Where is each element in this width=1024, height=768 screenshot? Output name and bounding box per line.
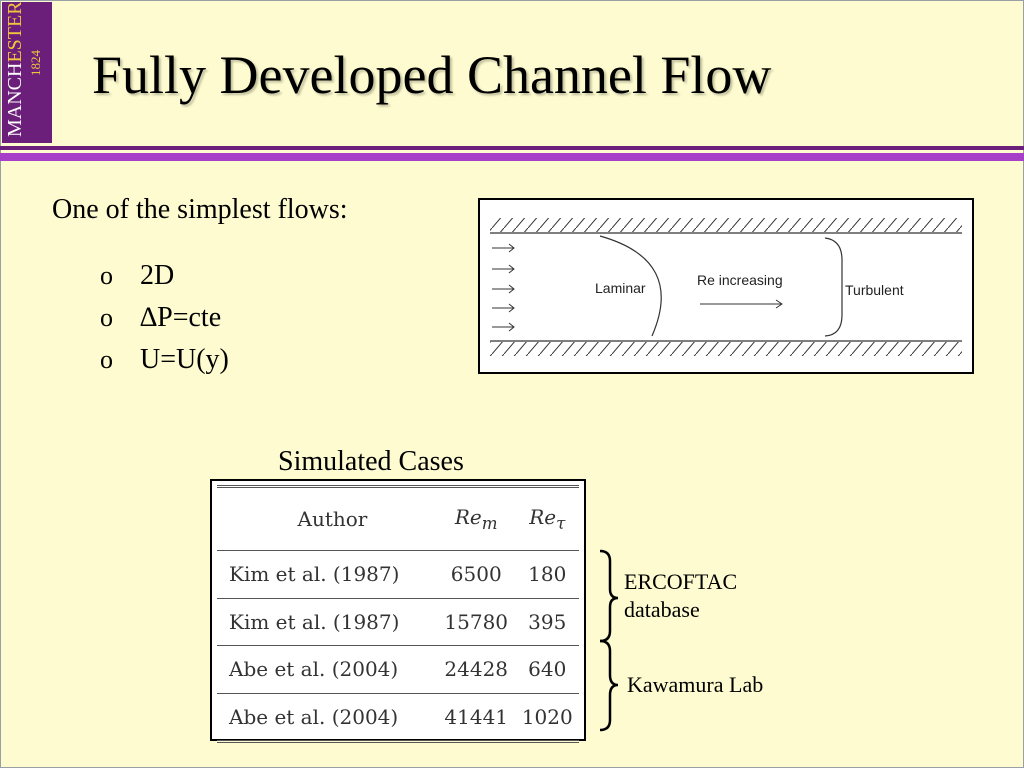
simulated-cases-table: Author Rem Reτ Kim et al. (1987) 6500 18… xyxy=(210,479,586,743)
university-logo xyxy=(2,2,52,143)
cell-author: Kim et al. (1987) xyxy=(217,598,437,646)
cases-table: Author Rem Reτ Kim et al. (1987) 6500 18… xyxy=(217,485,579,743)
bullet-text: U=U(y) xyxy=(140,344,229,375)
cell-author: Abe et al. (2004) xyxy=(217,693,437,743)
slide-title: Fully Developed Channel Flow xyxy=(92,45,772,105)
bullet-marker: o xyxy=(100,261,113,290)
bullet-item: o U=U(y) xyxy=(100,339,229,381)
kawamura-label: Kawamura Lab xyxy=(627,672,764,697)
table-header-row: Author Rem Reτ xyxy=(217,486,579,551)
turbulent-label: Turbulent xyxy=(845,282,904,298)
table-row: Kim et al. (1987) 15780 395 xyxy=(217,598,579,646)
title-divider-dark xyxy=(0,146,1024,150)
bullet-item: o ∆P=cte xyxy=(100,297,229,339)
re-increasing-label: Re increasing xyxy=(697,272,783,288)
cell-re-m: 6500 xyxy=(436,550,516,599)
cell-re-tau: 640 xyxy=(515,645,579,694)
laminar-label: Laminar xyxy=(595,280,646,296)
logo-year: 1824 xyxy=(28,50,43,76)
table-row: Abe et al. (2004) 24428 640 xyxy=(217,645,579,694)
title-divider-light xyxy=(0,153,1024,161)
ercoftac-label: ERCOFTAC database xyxy=(624,568,737,624)
re-increasing-arrow-icon xyxy=(700,299,783,309)
curly-braces-icon xyxy=(599,549,619,732)
table-caption: Simulated Cases xyxy=(278,446,464,477)
cell-author: Kim et al. (1987) xyxy=(217,550,437,599)
cell-author: Abe et al. (2004) xyxy=(217,645,437,694)
cell-re-tau: 1020 xyxy=(515,693,579,743)
inflow-arrows-icon xyxy=(492,243,515,332)
bullet-text: 2D xyxy=(140,260,175,291)
turbulent-profile-curve xyxy=(824,237,843,337)
cell-re-m: 24428 xyxy=(436,645,516,694)
channel-flow-diagram: Laminar Re increasing Turbulent xyxy=(478,198,974,374)
intro-text: One of the simplest flows: xyxy=(52,194,348,225)
header-re-tau: Reτ xyxy=(515,486,579,551)
channel-flow-svg: Laminar Re increasing Turbulent xyxy=(490,218,962,356)
bullet-marker: o xyxy=(100,345,113,374)
header-re-m: Rem xyxy=(436,486,516,551)
bullet-text: ∆P=cte xyxy=(140,302,222,333)
bullet-marker: o xyxy=(100,303,113,332)
bottom-wall-hatching xyxy=(490,342,962,356)
table-row: Kim et al. (1987) 6500 180 xyxy=(217,550,579,599)
top-wall-hatching xyxy=(490,218,962,232)
cell-re-m: 15780 xyxy=(436,598,516,646)
cell-re-tau: 395 xyxy=(515,598,579,646)
laminar-profile-curve xyxy=(599,235,662,337)
bullet-item: o 2D xyxy=(100,255,229,297)
table-row: Abe et al. (2004) 41441 1020 xyxy=(217,693,579,743)
header-author: Author xyxy=(217,486,437,551)
cell-re-tau: 180 xyxy=(515,550,579,599)
ercoftac-line2: database xyxy=(624,597,700,622)
cell-re-m: 41441 xyxy=(436,693,516,743)
ercoftac-line1: ERCOFTAC xyxy=(624,569,738,594)
logo-wordmark: MANCHESTER xyxy=(4,1,26,137)
